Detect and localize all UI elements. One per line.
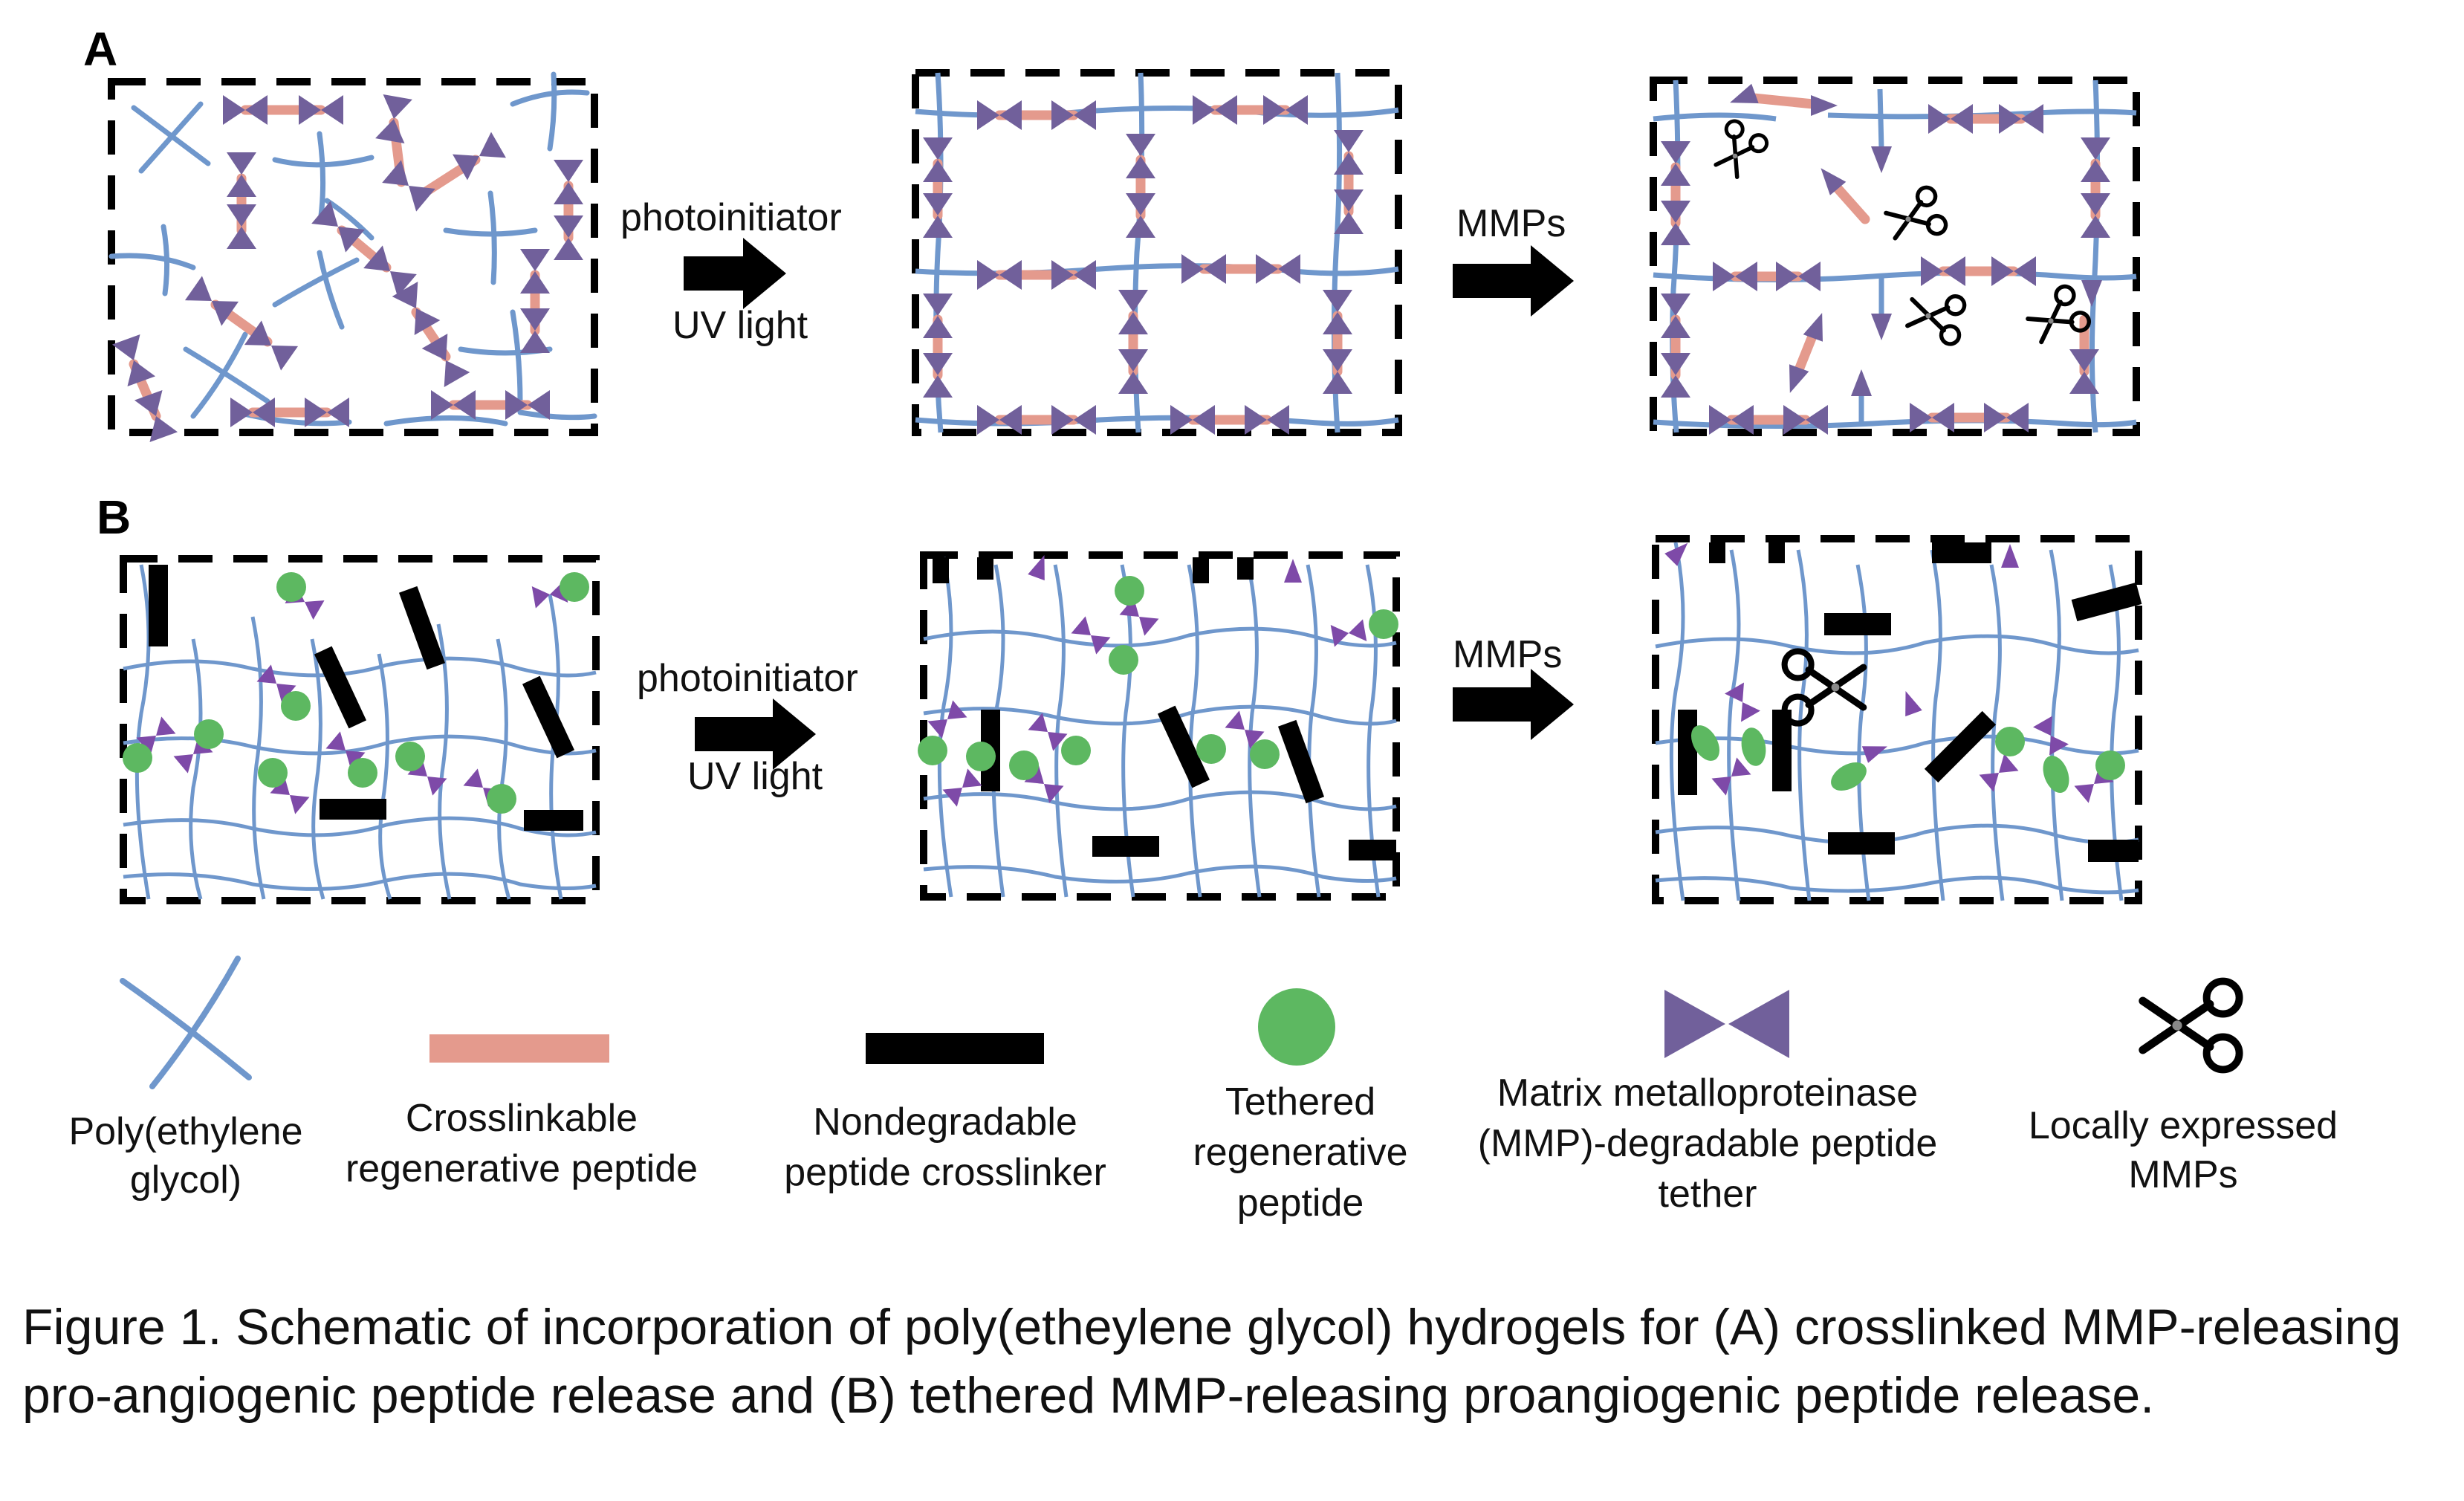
- arrow-a-1: [684, 238, 786, 309]
- legend-label-tethered-1: Tethered: [1225, 1080, 1375, 1124]
- legend-label-mmp-tether-3: tether: [1659, 1173, 1757, 1216]
- step-photoinitiator-a: photoinitiator: [620, 196, 842, 239]
- scissors-icon: [2143, 982, 2240, 1070]
- panel-letter-b: B: [97, 490, 131, 544]
- legend-label-peg-2: glycol): [130, 1158, 241, 1202]
- step-uv-light-b: UV light: [687, 755, 823, 798]
- legend-item-peg: Poly(ethylene glycol): [68, 956, 303, 1202]
- legend: Poly(ethylene glycol) Crosslinkable rege…: [68, 956, 2338, 1225]
- scissors-icon: [1785, 651, 1864, 723]
- legend-item-mmp-tether: Matrix metalloproteinase (MMP)-degradabl…: [1478, 990, 1938, 1216]
- legend-item-crosslinkable: Crosslinkable regenerative peptide: [346, 1034, 698, 1190]
- arrow-b-1: [695, 698, 816, 770]
- legend-label-peg-1: Poly(ethylene: [68, 1110, 302, 1153]
- scissors-icon: [1708, 118, 2092, 351]
- legend-label-mmp-tether-1: Matrix metalloproteinase: [1497, 1072, 1918, 1115]
- legend-item-tethered: Tethered regenerative peptide: [1193, 988, 1408, 1225]
- legend-label-crosslinkable-2: regenerative peptide: [346, 1147, 698, 1190]
- legend-item-mmps: Locally expressed MMPs: [2029, 982, 2338, 1196]
- legend-label-tethered-3: peptide: [1237, 1181, 1364, 1225]
- legend-item-nondegradable: Nondegradable peptide crosslinker: [784, 1033, 1106, 1194]
- step-uv-light-a: UV light: [672, 304, 808, 347]
- legend-label-crosslinkable-1: Crosslinkable: [406, 1097, 638, 1140]
- figure-caption: Figure 1. Schematic of incorporation of …: [22, 1299, 2402, 1424]
- arrow-b-2: [1453, 669, 1574, 740]
- legend-label-nondegradable-1: Nondegradable: [813, 1100, 1077, 1144]
- legend-label-tethered-2: regenerative: [1193, 1131, 1407, 1174]
- legend-label-mmps-1: Locally expressed: [2029, 1104, 2338, 1147]
- step-mmps-a: MMPs: [1456, 202, 1566, 245]
- step-mmps-b: MMPs: [1453, 633, 1562, 676]
- panel-a-state-3: [1650, 77, 2140, 436]
- legend-label-nondegradable-2: peptide crosslinker: [784, 1151, 1106, 1194]
- panel-a-state-1: [108, 71, 598, 443]
- legend-label-mmp-tether-2: (MMP)-degradable peptide: [1478, 1122, 1938, 1165]
- panel-b-state-2: [918, 551, 1400, 901]
- arrow-a-2: [1453, 245, 1574, 317]
- panel-b-state-1: [120, 555, 600, 904]
- panel-a-state-2: [912, 69, 1402, 436]
- panel-b-state-3: [1652, 535, 2142, 904]
- step-photoinitiator-b: photoinitiator: [637, 657, 858, 700]
- hydrogel-schematic: A B: [68, 22, 2338, 1225]
- panel-letter-a: A: [83, 22, 117, 76]
- legend-label-mmps-2: MMPs: [2128, 1153, 2237, 1196]
